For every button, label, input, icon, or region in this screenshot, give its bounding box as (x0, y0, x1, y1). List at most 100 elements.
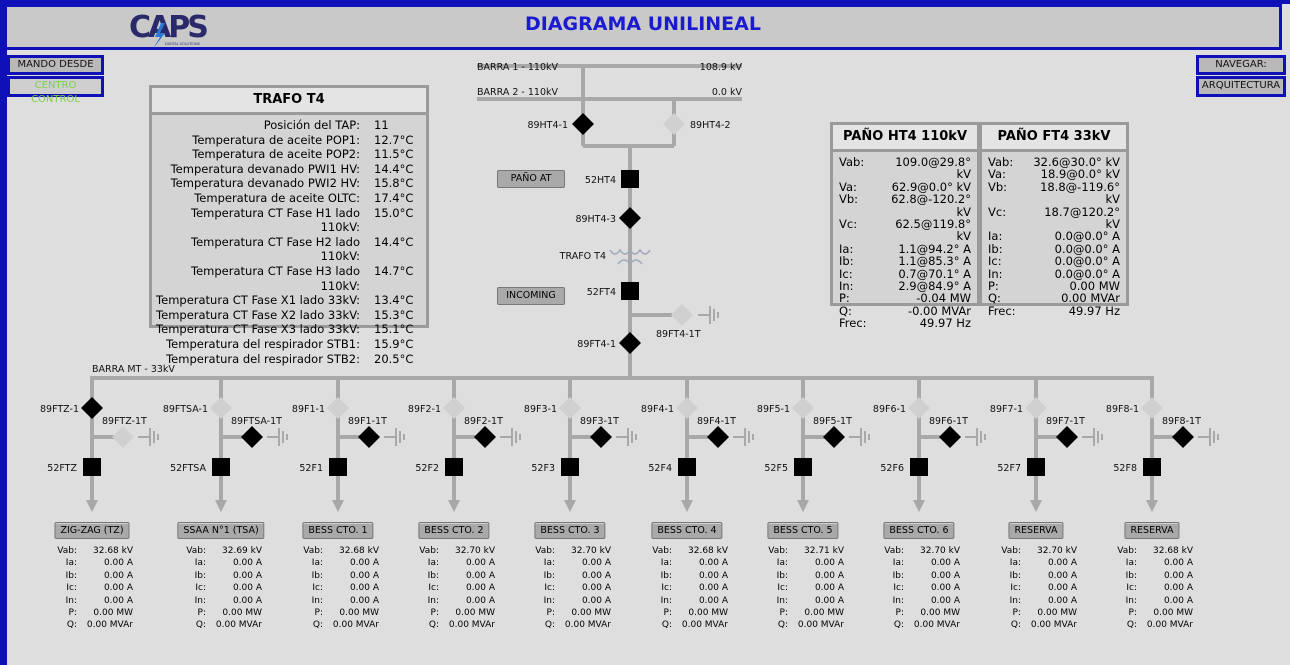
disconnector-label: 89F2-1 (408, 404, 441, 415)
earth-switch-89ftz-1t[interactable] (112, 426, 134, 448)
measure-row: Vab:32.68 kV (644, 545, 728, 557)
data-row: Temperatura del respirador STB1:15.9°C (152, 337, 426, 352)
data-row: Temperatura devanado PWI2 HV:15.8°C (152, 176, 426, 191)
earth-switch-89f5-1t[interactable] (823, 426, 845, 448)
measure-value: 0.00 A (930, 558, 960, 569)
row-label: Temperatura CT Fase X1 lado 33kV: (156, 293, 360, 308)
measure-label: Vab: (419, 546, 439, 556)
measure-label: Ib: (65, 570, 77, 581)
disconnector-89f2-1[interactable] (443, 397, 465, 419)
earth-switch-89f2-1t[interactable] (474, 426, 496, 448)
disconnector-89ht4-3[interactable] (619, 207, 641, 229)
centro-control-button[interactable]: CENTRO CONTROL (7, 76, 104, 105)
measure-row: Vab:32.68 kV (295, 545, 379, 557)
measure-label: Q: (661, 620, 672, 631)
disconnector-89f6-1[interactable] (908, 397, 930, 419)
earth-switch-89ft4-1t[interactable] (671, 304, 693, 326)
measure-value: 0.00 A (581, 558, 611, 569)
measure-value: 0.00 MW (1037, 608, 1077, 619)
breaker-52ft4[interactable] (621, 282, 639, 300)
feeder-button[interactable]: ZIG-ZAG (TZ) (54, 522, 130, 539)
disconnector-89ht4-1[interactable] (572, 113, 594, 135)
breaker-52ht4[interactable] (621, 170, 639, 188)
measure-value: 0.00 MW (339, 608, 379, 619)
row-label: Vb: (988, 179, 1008, 194)
disconnector-89f5-1[interactable] (792, 397, 814, 419)
feeder-button[interactable]: BESS CTO. 3 (534, 522, 606, 539)
feeder-button[interactable]: BESS CTO. 1 (302, 522, 374, 539)
ground-icon (395, 428, 405, 446)
measure-label: In: (660, 595, 672, 606)
breaker-52ftsa[interactable] (212, 458, 230, 476)
measure-row: Ib:0.00 A (1109, 570, 1193, 582)
breaker-52f2[interactable] (445, 458, 463, 476)
disconnector-89f7-1[interactable] (1025, 397, 1047, 419)
data-row: In:2.9@84.9° A (833, 280, 977, 293)
breaker-52f6[interactable] (910, 458, 928, 476)
disconnector-89ht4-2[interactable] (663, 113, 685, 135)
measure-value: 32.68 kV (93, 546, 133, 556)
disconnector-89f3-1[interactable] (559, 397, 581, 419)
ground-icon (976, 428, 986, 446)
earth-switch-89f8-1t[interactable] (1172, 426, 1194, 448)
row-value: 62.5@119.8° kV (895, 217, 971, 244)
breaker-52f8[interactable] (1143, 458, 1161, 476)
measure-row: P:0.00 MW (295, 607, 379, 619)
mando-desde-button[interactable]: MANDO DESDE (7, 55, 104, 75)
breaker-52f3[interactable] (561, 458, 579, 476)
caps-logo: CAPS DIGITAL SOLUTIONS (129, 10, 210, 49)
measure-row: Ic:0.00 A (1109, 582, 1193, 594)
feeder-button[interactable]: BESS CTO. 6 (883, 522, 955, 539)
measure-value: 0.00 A (1163, 570, 1193, 581)
row-value: 109.0@29.8° kV (895, 155, 971, 182)
breaker-label: 52FTSA (170, 463, 206, 474)
measure-value: 0.00 A (930, 595, 960, 606)
earth-switch-89f3-1t[interactable] (590, 426, 612, 448)
feeder-button[interactable]: RESERVA (1008, 522, 1064, 539)
arquitectura-button[interactable]: ARQUITECTURA (1196, 76, 1286, 97)
earth-switch-89ftsa-1t[interactable] (241, 426, 263, 448)
disconnector-89f8-1[interactable] (1141, 397, 1163, 419)
disconnector-89ft4-1[interactable] (619, 332, 641, 354)
pano-at-button[interactable]: PAÑO AT (497, 170, 565, 188)
measure-value: 0.00 A (1047, 570, 1077, 581)
earth-switch-89f7-1t[interactable] (1056, 426, 1078, 448)
measure-value: 0.00 MW (920, 608, 960, 619)
breaker-label: 52F2 (415, 463, 439, 474)
feeder-button[interactable]: RESERVA (1124, 522, 1180, 539)
disconnector-89f4-1[interactable] (676, 397, 698, 419)
feeder-button[interactable]: BESS CTO. 4 (651, 522, 723, 539)
incoming-button[interactable]: INCOMING (497, 287, 565, 305)
breaker-52ftz[interactable] (83, 458, 101, 476)
breaker-52f5[interactable] (794, 458, 812, 476)
measure-value: 0.00 A (1047, 595, 1077, 606)
breaker-52f4[interactable] (678, 458, 696, 476)
breaker-52f1[interactable] (329, 458, 347, 476)
measure-label: Ic: (1010, 583, 1021, 594)
measure-label: Ia: (776, 558, 788, 569)
row-value: 1.1@85.3° A (898, 254, 971, 269)
earth-switch-89f6-1t[interactable] (939, 426, 961, 448)
measure-value: 0.00 A (1163, 583, 1193, 594)
earth-switch-label: 89F5-1T (813, 416, 852, 427)
feeder-button[interactable]: SSAA N°1 (TSA) (177, 522, 265, 539)
disconnector-label: 89F4-1 (641, 404, 674, 415)
earth-switch-89f4-1t[interactable] (707, 426, 729, 448)
feeder-button[interactable]: BESS CTO. 2 (418, 522, 490, 539)
row-value: 15.3°C (374, 307, 414, 322)
row-value: -0.04 MW (916, 291, 971, 306)
disconnector-89ftsa-1[interactable] (210, 397, 232, 419)
feeder-button[interactable]: BESS CTO. 5 (767, 522, 839, 539)
row-label: Ia: (988, 229, 1003, 244)
arrow-down-icon (681, 500, 693, 512)
arrow-down-icon (86, 500, 98, 512)
disconnector-89f1-1[interactable] (327, 397, 349, 419)
measure-row: Ic:0.00 A (876, 582, 960, 594)
earth-switch-89f1-1t[interactable] (358, 426, 380, 448)
barra2-label: BARRA 2 - 110kV (477, 87, 558, 98)
measure-row: Q:0.00 MVAr (644, 619, 728, 631)
measure-value: 0.00 MW (455, 608, 495, 619)
disconnector-89ftz-1[interactable] (81, 397, 103, 419)
breaker-52f7[interactable] (1027, 458, 1045, 476)
ground-icon (149, 428, 159, 446)
